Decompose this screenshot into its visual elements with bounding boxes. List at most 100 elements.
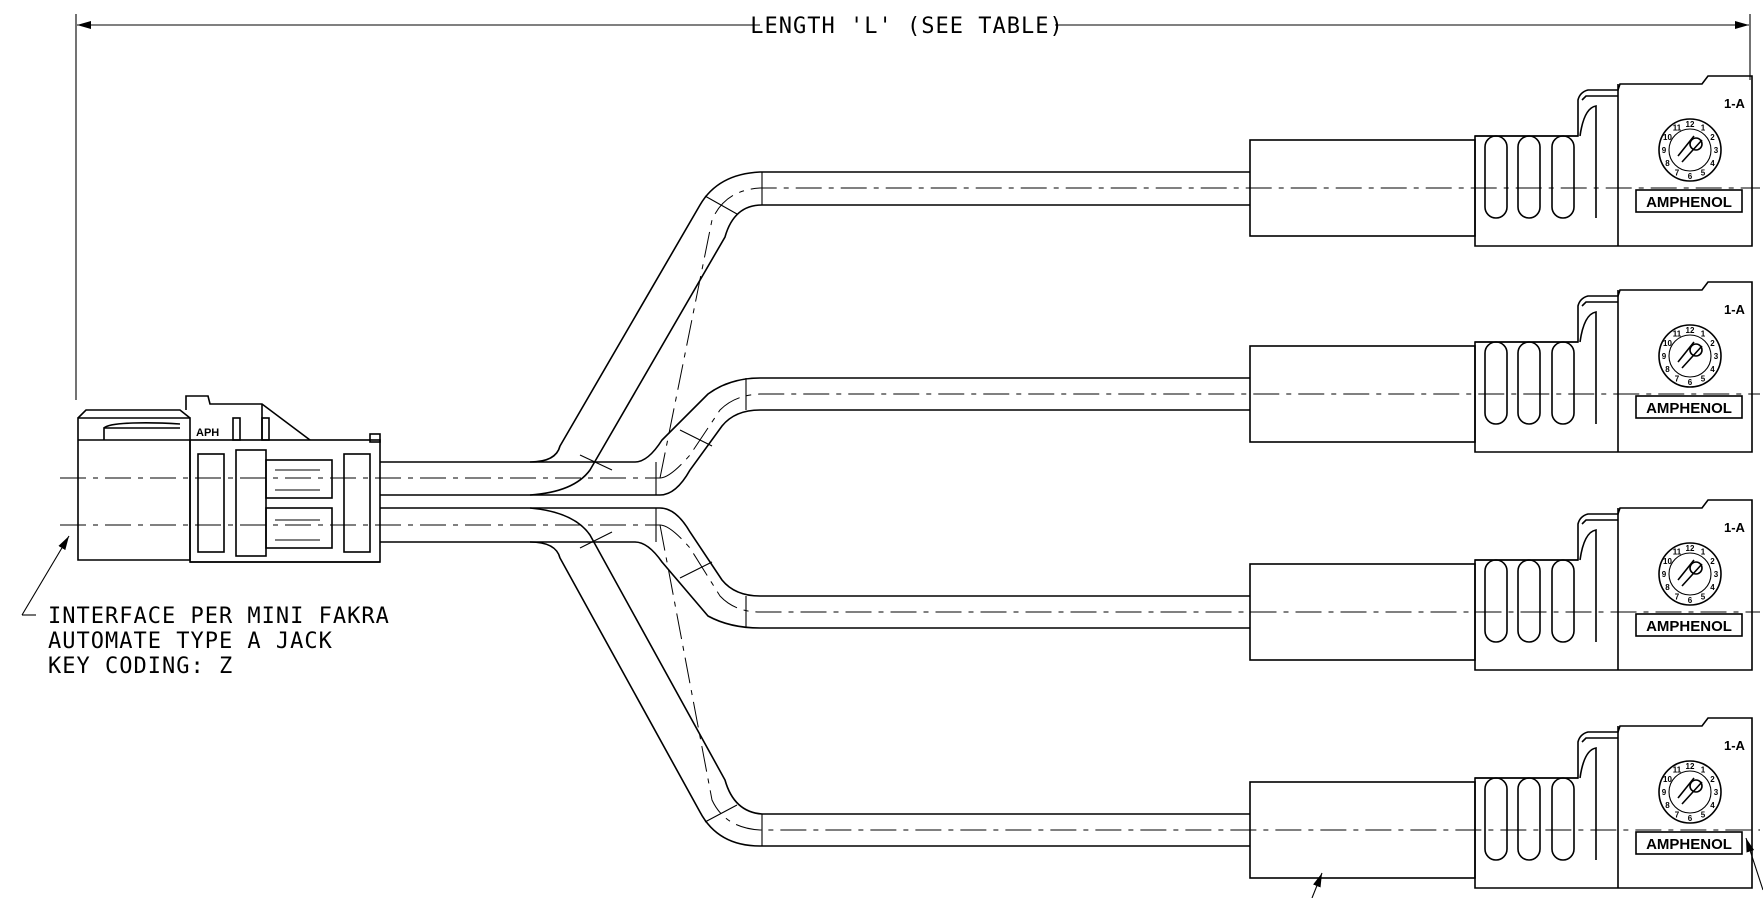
plug-housing: [1474, 499, 1753, 671]
dial-label: 7: [1675, 375, 1680, 384]
dial-label: 1: [1701, 330, 1706, 339]
dial-label: 10: [1663, 133, 1672, 142]
grip-rib: [1517, 559, 1541, 643]
brand-label-box: [1635, 613, 1743, 637]
dial-label: 11: [1673, 330, 1682, 339]
grip-rib: [1484, 135, 1508, 219]
plug-housing: [1474, 717, 1753, 889]
grip-rib: [1517, 135, 1541, 219]
dial-label: 6: [1688, 814, 1693, 823]
dial-label: 7: [1675, 593, 1680, 602]
dial-label: 8: [1665, 801, 1670, 810]
coding-dial: [1658, 118, 1722, 182]
dial-label: 9: [1662, 352, 1667, 361]
mini-fakra-jack: APH: [77, 395, 381, 563]
grip-rib: [1484, 777, 1508, 861]
dial-label: 10: [1663, 339, 1672, 348]
dial-label: 4: [1710, 365, 1715, 374]
dial-label: 6: [1688, 172, 1693, 181]
note-line-2: AUTOMATE TYPE A JACK: [48, 629, 333, 654]
jack-marking: APH: [196, 427, 219, 439]
grip-rib: [1551, 135, 1575, 219]
dial-label: 8: [1665, 583, 1670, 592]
dial-label: 7: [1675, 169, 1680, 178]
interface-note: INTERFACE PER MINI FAKRA AUTOMATE TYPE A…: [21, 535, 390, 679]
branch-cable-4: [529, 507, 1760, 847]
dial-label: 11: [1673, 124, 1682, 133]
dial-label: 9: [1662, 788, 1667, 797]
dial-label: 1: [1701, 124, 1706, 133]
plug-housing: [1474, 75, 1753, 247]
dial-label: 10: [1663, 557, 1672, 566]
branch-cable-1: [529, 171, 1760, 496]
dial-label: 4: [1710, 583, 1715, 592]
brand-label: AMPHENOL: [1646, 400, 1732, 417]
dial-label: 4: [1710, 801, 1715, 810]
brand-label: AMPHENOL: [1646, 618, 1732, 635]
dial-label: 9: [1662, 146, 1667, 155]
coding-dial: [1658, 324, 1722, 388]
dial-label: 11: [1673, 548, 1682, 557]
grip-rib: [1517, 341, 1541, 425]
dial-label: 5: [1701, 811, 1706, 820]
brand-label: AMPHENOL: [1646, 194, 1732, 211]
dial-label: 12: [1686, 326, 1695, 335]
dial-label: 1: [1701, 766, 1706, 775]
branch-cable-3: [530, 507, 1760, 629]
dial-label: 2: [1710, 775, 1715, 784]
grip-rib: [1517, 777, 1541, 861]
dial-label: 5: [1701, 169, 1706, 178]
brand-label: AMPHENOL: [1646, 836, 1732, 853]
note-line-3: KEY CODING: Z: [48, 654, 233, 679]
dial-label: 7: [1675, 811, 1680, 820]
dial-label: 2: [1710, 133, 1715, 142]
dial-label: 3: [1714, 788, 1719, 797]
dial-label: 6: [1688, 596, 1693, 605]
grip-rib: [1484, 559, 1508, 643]
plug-housing: [1474, 281, 1753, 453]
dial-label: 3: [1714, 352, 1719, 361]
dial-label: 8: [1665, 159, 1670, 168]
keying-code: 1-A: [1724, 520, 1746, 535]
bottom-leaders: [1311, 837, 1763, 898]
dial-label: 11: [1673, 766, 1682, 775]
grip-rib: [1551, 777, 1575, 861]
dial-label: 1: [1701, 548, 1706, 557]
dial-label: 3: [1714, 146, 1719, 155]
dial-label: 12: [1686, 762, 1695, 771]
brand-label-box: [1635, 831, 1743, 855]
length-dimension: LENGTH 'L' (SEE TABLE): [75, 14, 1751, 400]
dial-label: 12: [1686, 120, 1695, 129]
coding-dial: [1658, 760, 1722, 824]
dial-label: 6: [1688, 378, 1693, 387]
brand-label-box: [1635, 189, 1743, 213]
brand-label-box: [1635, 395, 1743, 419]
dial-label: 10: [1663, 775, 1672, 784]
grip-rib: [1484, 341, 1508, 425]
dial-label: 5: [1701, 593, 1706, 602]
dial-label: 8: [1665, 365, 1670, 374]
cable-trunk: [60, 461, 660, 543]
dimension-label: LENGTH 'L' (SEE TABLE): [750, 14, 1063, 39]
dial-label: 9: [1662, 570, 1667, 579]
grip-rib: [1551, 559, 1575, 643]
dial-label: 4: [1710, 159, 1715, 168]
note-line-1: INTERFACE PER MINI FAKRA: [48, 604, 390, 629]
dial-label: 3: [1714, 570, 1719, 579]
keying-code: 1-A: [1724, 302, 1746, 317]
keying-code: 1-A: [1724, 738, 1746, 753]
grip-rib: [1551, 341, 1575, 425]
dial-label: 2: [1710, 557, 1715, 566]
leader-arrow-plug: [1745, 837, 1763, 891]
dial-label: 5: [1701, 375, 1706, 384]
branch-cable-2: [530, 377, 1760, 496]
keying-code: 1-A: [1724, 96, 1746, 111]
leader-arrow-ferrule: [1311, 872, 1323, 898]
coding-dial: [1658, 542, 1722, 606]
